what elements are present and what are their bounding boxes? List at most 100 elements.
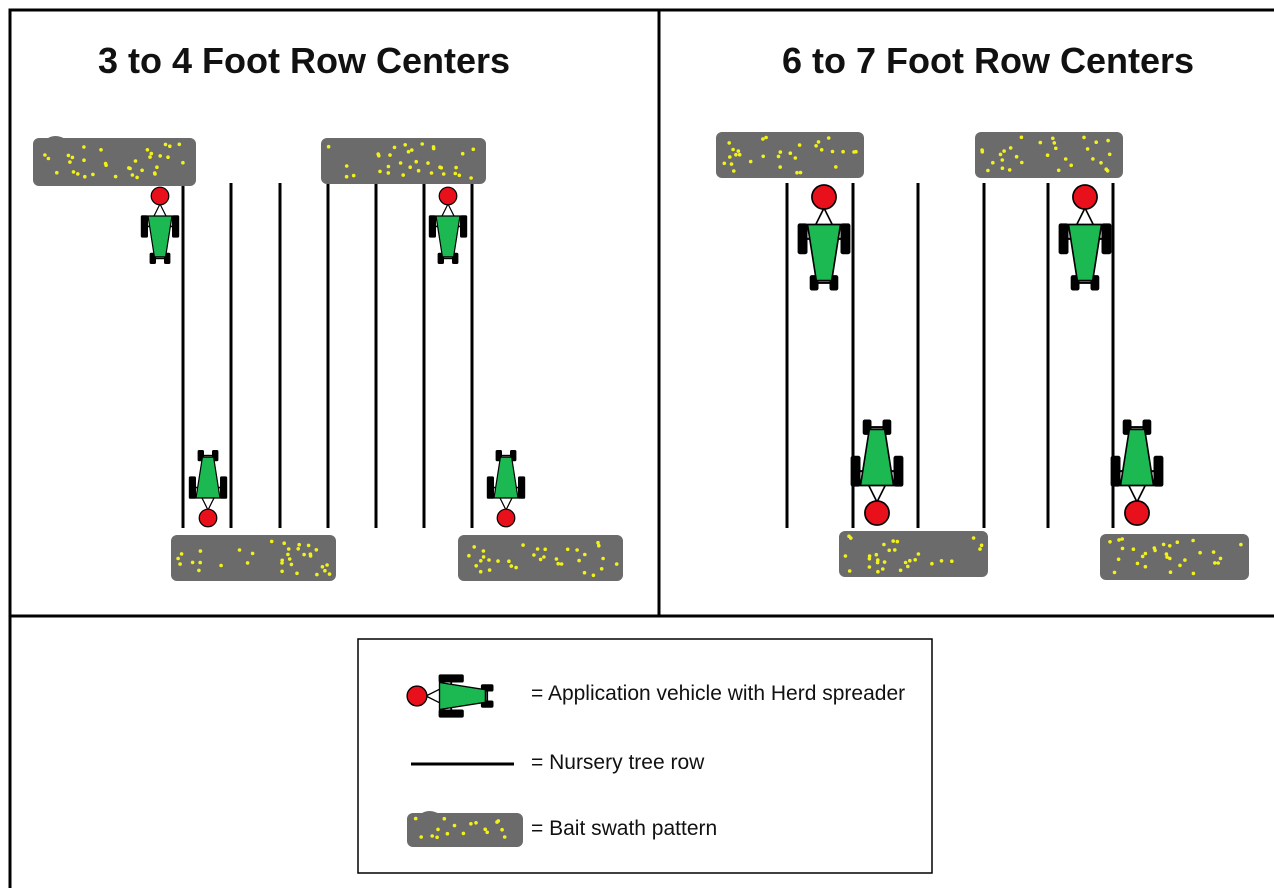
bait-dot: [76, 172, 80, 176]
bait-dot: [198, 560, 202, 565]
bait-swath: [321, 138, 486, 184]
bait-dot: [280, 569, 284, 574]
bait-dot: [1085, 147, 1090, 151]
bait-dot: [386, 171, 391, 175]
bait-dot: [748, 159, 753, 164]
bait-dot: [163, 142, 168, 147]
bait-dot: [485, 830, 490, 835]
right-panel-title: 6 to 7 Foot Row Centers: [782, 40, 1195, 81]
hitch: [499, 496, 507, 511]
bait-dot: [287, 557, 292, 561]
hitch: [425, 695, 441, 704]
bait-dot: [1056, 168, 1061, 173]
bait-dot: [727, 141, 731, 145]
application-vehicle: [1058, 184, 1112, 291]
bait-dot: [816, 140, 821, 144]
bait-dot: [1094, 140, 1098, 144]
bait-dot: [325, 563, 329, 567]
bait-dot: [1191, 571, 1196, 576]
herd-spreader: [864, 500, 890, 526]
bait-dot: [867, 565, 872, 569]
bait-dot: [344, 164, 349, 168]
bait-dot: [1239, 542, 1243, 547]
hitch: [1075, 207, 1086, 226]
tractor-body: [195, 456, 221, 499]
bait-dot: [1198, 550, 1202, 555]
bait-dot: [280, 561, 284, 565]
bait-dot: [535, 547, 540, 551]
bait-dot: [1161, 542, 1166, 547]
bait-dot: [559, 562, 564, 566]
hitch: [441, 203, 449, 218]
bait-dot: [1143, 564, 1148, 569]
hitch: [867, 484, 878, 503]
bait-dot: [1091, 157, 1095, 161]
bait-dot: [582, 570, 587, 575]
rear-wheel: [438, 674, 464, 683]
hitch: [1136, 484, 1147, 503]
bait-swath: [458, 535, 623, 581]
bait-dot: [509, 564, 514, 568]
bait-dot: [430, 834, 435, 838]
bait-dot: [597, 543, 601, 548]
bait-dot: [1105, 169, 1110, 173]
bait-dot: [1135, 561, 1140, 566]
tractor-body: [806, 223, 842, 282]
rear-wheel: [850, 455, 861, 487]
bait-dot: [1107, 152, 1112, 157]
vehicle-body-group: [1058, 184, 1112, 291]
bait-dot: [314, 548, 319, 552]
application-vehicle: [140, 186, 180, 264]
swath-band: [839, 531, 988, 577]
bait-dot: [906, 564, 910, 569]
bait-dot: [326, 144, 331, 149]
bait-dot: [1020, 160, 1024, 165]
bait-dot: [461, 831, 466, 836]
hitch: [207, 496, 215, 511]
bait-dot: [1045, 153, 1050, 157]
bait-dot: [286, 552, 290, 557]
bait-dot: [1168, 556, 1172, 561]
bait-dot: [867, 556, 872, 561]
bait-dot: [439, 166, 444, 170]
bait-dot: [998, 152, 1003, 157]
bait-dot: [351, 173, 356, 178]
bait-dot: [614, 562, 619, 566]
bait-dot: [1143, 551, 1148, 556]
bait-dot: [168, 144, 172, 148]
bait-dot: [819, 148, 824, 152]
swath-bump: [45, 136, 67, 140]
bait-dot: [1051, 136, 1055, 141]
bait-dot: [55, 170, 59, 175]
frame-borders: [8, 8, 1274, 888]
bait-dot: [198, 549, 203, 553]
bait-dot: [149, 151, 154, 156]
bait-dot: [1007, 168, 1012, 172]
bait-dot: [478, 569, 483, 574]
bait-dot: [419, 835, 424, 839]
vehicle-body-group: [140, 186, 180, 264]
bait-dot: [401, 173, 406, 177]
bait-dot: [474, 821, 478, 825]
bait-dot: [68, 160, 72, 164]
bait-swath: [171, 535, 336, 581]
bait-dot: [793, 156, 798, 160]
bait-dot: [378, 169, 382, 174]
bait-dot: [454, 165, 458, 170]
bait-dot: [876, 569, 880, 574]
bait-dot: [991, 160, 995, 165]
bait-dot: [308, 554, 313, 558]
bait-dot: [798, 170, 803, 175]
bait-dot: [1000, 166, 1005, 170]
bait-dot: [979, 543, 984, 548]
bait-dot: [237, 548, 242, 552]
bait-dot: [514, 565, 518, 570]
tractor-body: [1067, 223, 1103, 282]
bait-dot: [166, 155, 170, 159]
bait-dot: [788, 151, 793, 155]
bait-dot: [556, 561, 560, 566]
bait-dot: [1168, 544, 1172, 548]
bait-dot: [158, 154, 162, 158]
rear-wheel: [1110, 455, 1121, 487]
bait-dot: [471, 147, 476, 152]
